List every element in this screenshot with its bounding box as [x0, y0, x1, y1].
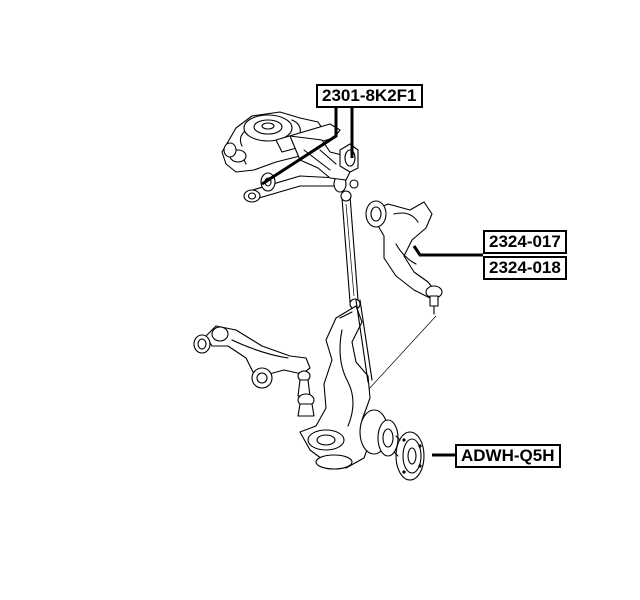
callout-lower-arm-left-part-number[interactable]: 2324-017 — [483, 230, 567, 254]
callout-lower-arm-right-part-number[interactable]: 2324-018 — [483, 256, 567, 280]
callout-upper-mount-part-number[interactable]: 2301-8K2F1 — [316, 84, 423, 108]
wheel-hub-bearing[interactable] — [359, 409, 425, 481]
lower-control-arm-rear[interactable] — [193, 325, 315, 417]
callout-leader-lines — [261, 108, 483, 457]
callout-wheel-hub-part-number[interactable]: ADWH-Q5H — [455, 444, 561, 468]
lower-control-arm-front[interactable] — [365, 200, 443, 391]
steering-knuckle[interactable] — [299, 299, 373, 470]
vertical-link-rod[interactable] — [340, 190, 361, 310]
